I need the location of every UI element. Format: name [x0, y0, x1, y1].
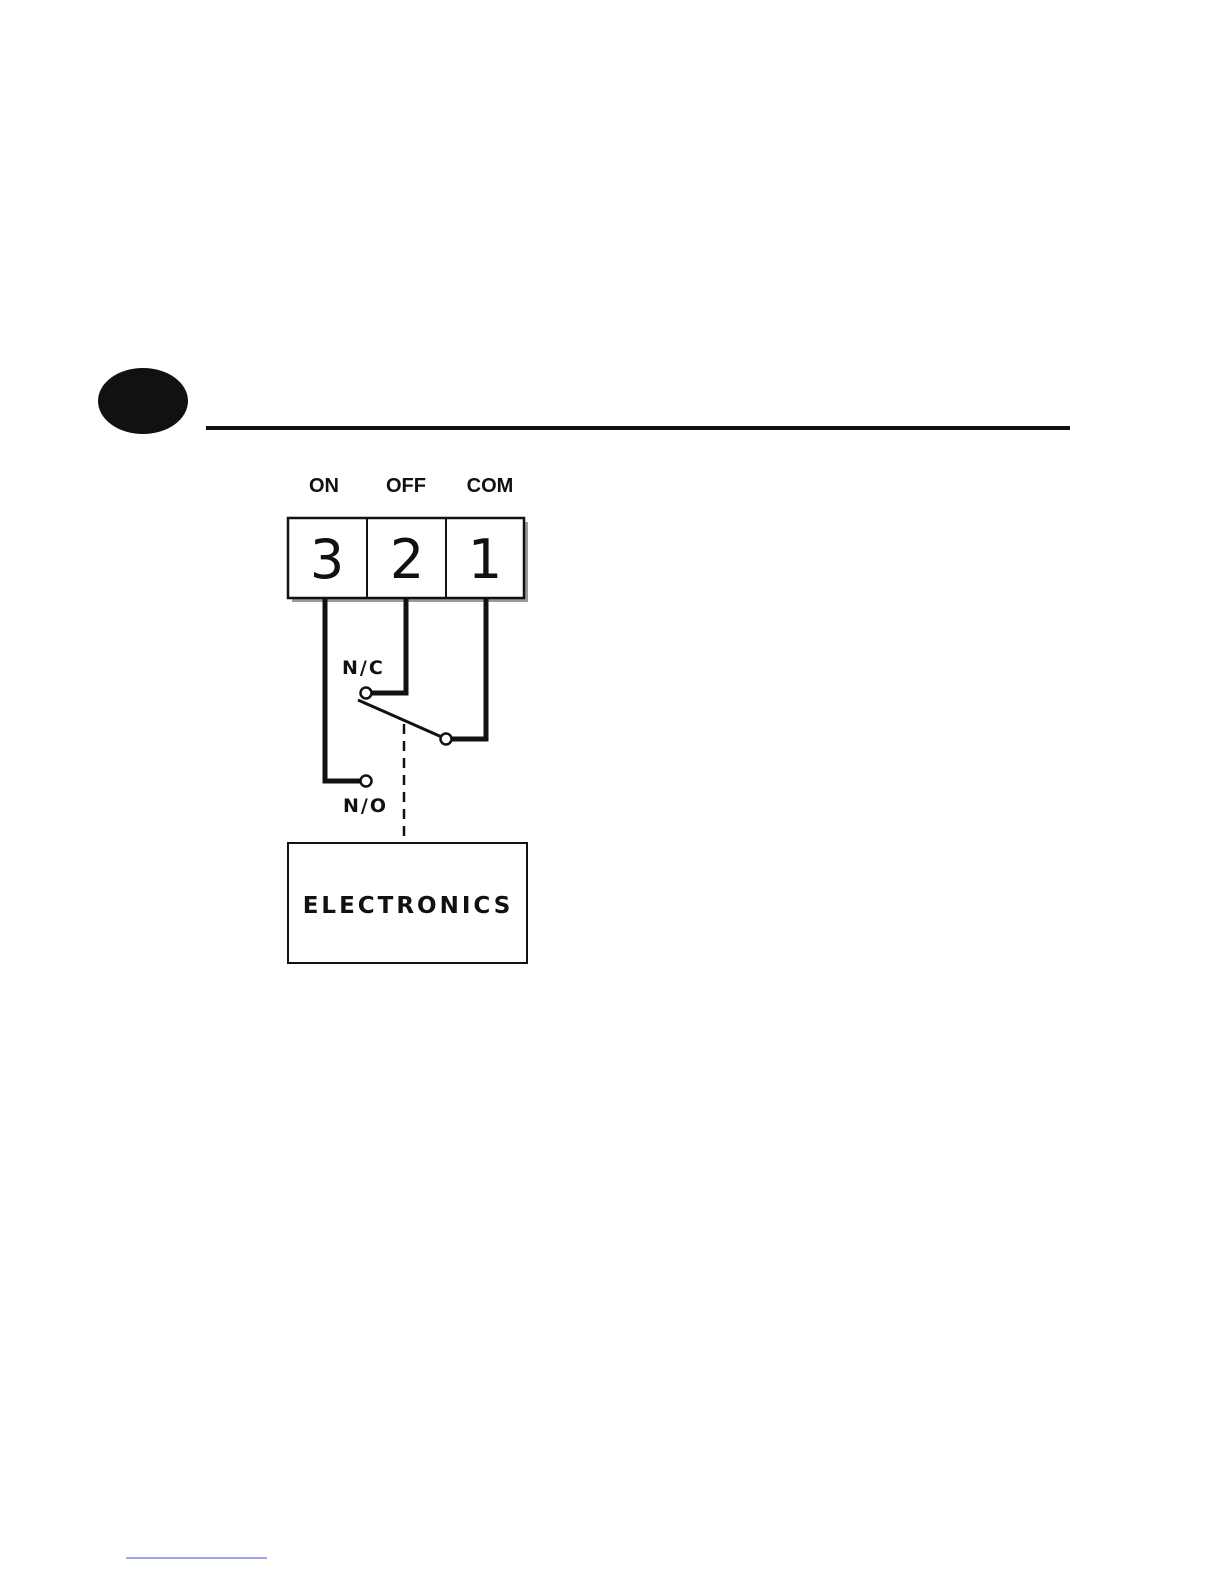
- nc-contact-icon: [361, 688, 372, 699]
- switch-arm: [358, 700, 444, 738]
- terminal-number-2: 2: [390, 528, 424, 591]
- no-contact-icon: [361, 776, 372, 787]
- wire-com-to-pivot: [450, 598, 486, 739]
- wire-on-to-no: [325, 598, 362, 781]
- terminal-label-on: ON: [309, 475, 339, 497]
- terminal-number-1: 1: [468, 528, 502, 591]
- terminal-label-off: OFF: [386, 475, 426, 497]
- com-pivot-icon: [441, 734, 452, 745]
- terminal-label-com: COM: [467, 475, 514, 497]
- section-marker-icon: [98, 368, 188, 434]
- nc-label: N/C: [342, 657, 385, 679]
- electronics-label: ELECTRONICS: [303, 893, 514, 919]
- terminal-number-3: 3: [310, 528, 344, 591]
- no-label: N/O: [343, 795, 388, 817]
